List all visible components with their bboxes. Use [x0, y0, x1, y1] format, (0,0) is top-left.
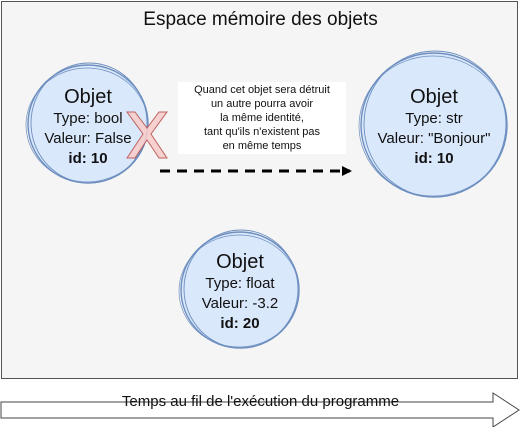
timeline-label: Temps au fil de l'exécution du programme: [121, 393, 400, 410]
note-line: Quand cet objet sera détruit: [194, 84, 330, 96]
object-str: Objet Type: str Valeur: "Bonjour" id: 10: [359, 85, 509, 169]
object-id: id: 10: [68, 150, 108, 167]
note-line: la même identité,: [220, 112, 304, 124]
identity-reuse-note: Quand cet objet sera détruit un autre po…: [178, 82, 346, 154]
object-id: id: 10: [414, 150, 454, 167]
note-line: un autre pourra avoir: [210, 98, 314, 110]
object-float: Objet Type: float Valeur: -3.2 id: 20: [180, 250, 300, 334]
destroyed-cross-icon: [126, 111, 168, 159]
object-type: Type: str: [405, 110, 463, 127]
object-circle-str: [358, 50, 508, 198]
object-id: id: 20: [220, 315, 260, 332]
object-type: Type: bool: [53, 110, 123, 127]
object-value: Valeur: "Bonjour": [377, 130, 491, 147]
note-line: en même temps: [222, 140, 302, 152]
object-value: Valeur: False: [44, 130, 132, 147]
object-name: Objet: [64, 86, 112, 108]
object-name: Objet: [410, 86, 458, 108]
object-circle-bool: [25, 62, 149, 184]
object-type: Type: float: [205, 275, 275, 292]
diagram-title: Espace mémoire des objets: [143, 9, 378, 30]
object-bool: Objet Type: bool Valeur: False id: 10: [28, 85, 148, 169]
note-line: tant qu'ils n'existent pas: [203, 126, 321, 138]
timeline-arrow: [0, 392, 520, 427]
object-name: Objet: [216, 251, 264, 273]
object-value: Valeur: -3.2: [201, 295, 279, 312]
object-circle-float: [178, 229, 300, 349]
